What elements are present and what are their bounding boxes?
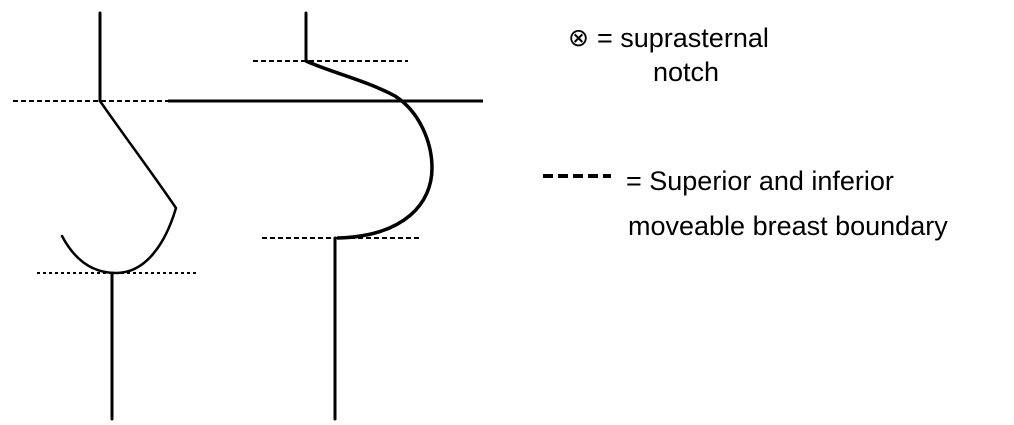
left-breast-profile <box>62 13 176 419</box>
right-breast-profile <box>306 13 432 419</box>
right-breast-contour <box>306 61 432 238</box>
boundary-dashed-lines <box>13 61 421 273</box>
legend-boundary-label-line2: moveable breast boundary <box>628 210 948 242</box>
left-breast-contour <box>62 101 176 273</box>
legend-boundary-label-line1: = Superior and inferior <box>626 165 894 197</box>
suprasternal-notch-symbol-icon: ⊗ <box>568 22 589 54</box>
legend-notch-label-line1: = suprasternal <box>597 22 769 54</box>
legend-notch-label-line2: notch <box>653 56 719 88</box>
